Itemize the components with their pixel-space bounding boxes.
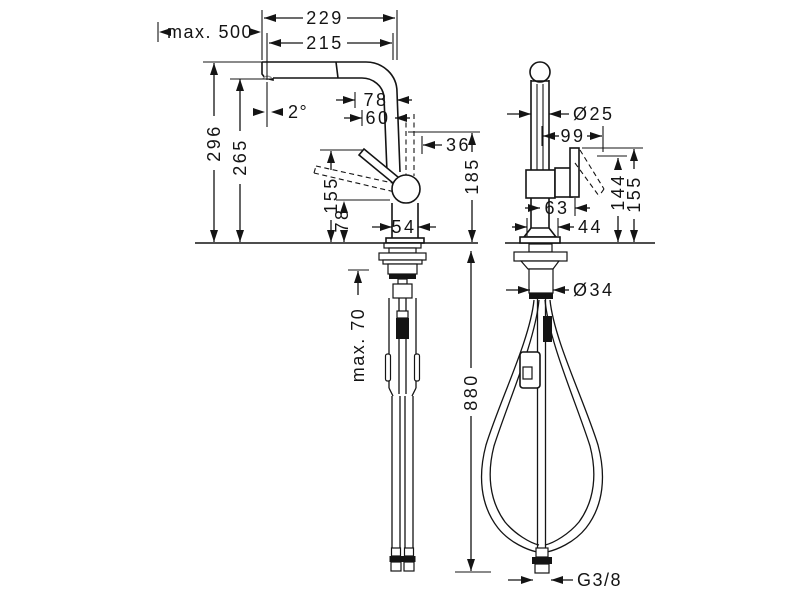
dim-reach-outer: 229: [261, 8, 398, 60]
dim-hose-offset-label: 36: [446, 135, 471, 155]
dim-pullout-max: max. 500: [157, 22, 261, 42]
dim-outlet-clearance-label: 185: [462, 157, 482, 195]
dim-body-front-width-label: 63: [544, 198, 569, 218]
dim-total-height-label: 296: [204, 124, 224, 162]
faucet-front-view: [480, 61, 605, 574]
dim-reach-inner: 215: [266, 33, 394, 80]
dim-thread-size-label: G3/8: [577, 570, 622, 590]
dim-spout-angle: 2°: [253, 82, 308, 127]
dim-body-front-width: 63: [525, 198, 590, 218]
dim-spout-offset-b: 60: [344, 108, 410, 128]
dim-spout-height: 265: [230, 78, 273, 242]
dim-lever-low-height-label: 78: [332, 207, 352, 232]
dim-spout-offset-a: 78: [336, 90, 412, 110]
faucet-side-view: [261, 61, 427, 572]
dim-pullout-max-label: max. 500: [167, 22, 253, 42]
dim-spout-offset-a-label: 78: [363, 90, 388, 110]
dim-shank-diameter-label: Ø34: [573, 280, 615, 300]
dim-spout-angle-label: 2°: [288, 102, 308, 122]
dim-handle-top-height: 155: [582, 147, 644, 242]
dim-max-deck-thickness-label: max. 70: [348, 308, 368, 383]
dim-base-width: 44: [512, 217, 603, 237]
dim-body-width: 54: [372, 217, 436, 237]
dim-handle-pivot-height-label: 144: [608, 173, 628, 211]
dim-handle-top-height-label: 155: [624, 175, 644, 213]
dim-lever-height-label: 155: [321, 176, 341, 214]
dim-hose-offset: 36: [421, 135, 471, 155]
dim-spout-height-label: 265: [230, 138, 250, 176]
dim-reach-inner-label: 215: [306, 33, 344, 53]
dim-shank-diameter: Ø34: [506, 280, 615, 300]
dim-base-width-label: 44: [578, 217, 603, 237]
dim-reach-outer-label: 229: [306, 8, 344, 28]
dim-total-height: 296: [203, 61, 262, 242]
dim-outlet-clearance: 185: [408, 131, 482, 242]
dim-max-deck-thickness: max. 70: [348, 269, 369, 383]
dim-lever-low-height: 78: [332, 199, 390, 242]
dim-handle-reach: 99: [541, 126, 604, 152]
dim-column-diameter-label: Ø25: [573, 104, 615, 124]
dim-lever-height: 155: [320, 149, 363, 242]
dim-column-diameter: Ø25: [507, 104, 615, 124]
dim-handle-reach-label: 99: [560, 126, 585, 146]
dim-thread-size: G3/8: [508, 570, 622, 590]
dim-spout-offset-b-label: 60: [365, 108, 390, 128]
dim-body-width-label: 54: [391, 217, 416, 237]
dim-hose-length: 880: [455, 251, 491, 573]
dim-hose-length-label: 880: [461, 373, 481, 411]
dim-handle-pivot-height: 144: [597, 155, 628, 242]
